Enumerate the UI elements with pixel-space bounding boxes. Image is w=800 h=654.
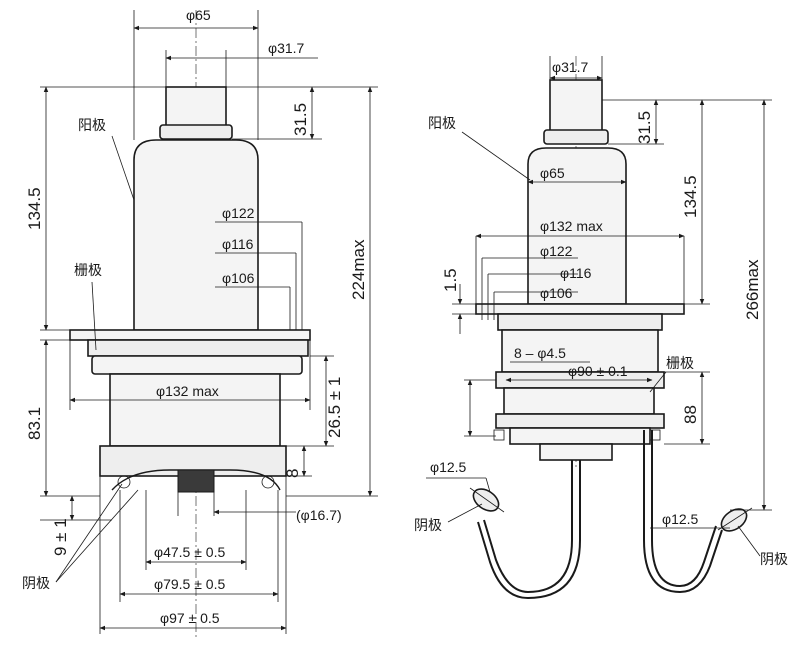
left-dim-d97: φ97 ± 0.5 xyxy=(160,610,220,626)
right-dim-d12-5-left: φ12.5 xyxy=(430,459,467,475)
left-dim-d122: φ122 xyxy=(222,205,255,221)
right-label-grid: 栅极 xyxy=(666,356,694,372)
right-anode-body xyxy=(527,147,627,305)
right-lead-right xyxy=(643,430,723,594)
left-dim-h224max: 224max xyxy=(349,239,368,300)
left-label-anode: 阳极 xyxy=(78,118,106,134)
right-bottom-ring xyxy=(495,413,665,429)
right-lower-body xyxy=(503,387,655,415)
left-dim-h31-5: 31.5 xyxy=(291,103,310,136)
left-anode-body xyxy=(133,139,259,331)
right-base-stem xyxy=(539,443,613,461)
right-top-cap xyxy=(543,129,609,145)
left-dim-d132max: φ132 max xyxy=(156,383,219,399)
right-grid-flange-top xyxy=(475,303,685,315)
left-base-arc xyxy=(111,469,281,491)
left-dim-d116: φ116 xyxy=(222,236,254,252)
left-label-cathode: 阴极 xyxy=(22,576,50,592)
left-cathode-core xyxy=(177,469,215,493)
left-dim-h26-5: 26.5 ± 1 xyxy=(325,377,344,438)
right-grid-flange xyxy=(497,313,663,331)
right-dim-h88: 88 xyxy=(681,405,700,424)
left-dim-h9: 9 ± 1 xyxy=(51,518,70,556)
left-pin-right xyxy=(261,475,275,489)
right-lower-ceramic xyxy=(501,329,659,373)
right-base xyxy=(509,427,651,445)
left-dim-h83-1: 83.1 xyxy=(25,407,44,440)
right-dim-d31-7: φ31.7 xyxy=(552,59,589,75)
right-top-stem xyxy=(549,79,603,133)
right-dim-d106: φ106 xyxy=(540,285,573,301)
right-dim-h1-5: 1.5 xyxy=(441,268,460,292)
left-grid-flange-top xyxy=(69,329,311,341)
left-dim-d106: φ106 xyxy=(222,270,255,286)
right-dim-h31-5: 31.5 xyxy=(635,111,654,144)
right-terminal-left xyxy=(472,488,500,512)
left-dim-d16-7: (φ16.7) xyxy=(296,507,342,523)
right-dim-d116: φ116 xyxy=(560,265,592,281)
left-dim-h134-5: 134.5 xyxy=(25,187,44,230)
left-pin-left xyxy=(117,475,131,489)
left-dim-d47-5: φ47.5 ± 0.5 xyxy=(154,544,225,560)
left-dim-d65: φ65 xyxy=(186,7,211,23)
right-lead-left xyxy=(483,460,573,594)
right-dim-d132max: φ132 max xyxy=(540,218,603,234)
left-top-cap xyxy=(159,124,233,140)
left-top-stem xyxy=(165,86,227,128)
left-view: φ65 φ31.7 31.5 134.5 224max φ122 φ116 φ1… xyxy=(22,7,378,640)
right-label-cathode-right: 阴极 xyxy=(760,552,788,568)
left-dim-d79-5: φ79.5 ± 0.5 xyxy=(154,576,225,592)
left-dim-d31-7: φ31.7 xyxy=(268,40,305,56)
right-dim-d65: φ65 xyxy=(540,165,565,181)
right-view: φ31.7 31.5 φ65 134.5 266max φ132 max φ12… xyxy=(414,56,788,600)
right-dim-d90: φ90 ± 0.1 xyxy=(568,363,628,379)
right-label-anode: 阳极 xyxy=(428,116,456,132)
right-dim-h134-5: 134.5 xyxy=(681,175,700,218)
left-grid-flange xyxy=(87,339,309,357)
right-dim-h266max: 266max xyxy=(743,259,762,320)
right-dim-d122: φ122 xyxy=(540,243,573,259)
right-dim-holes: 8 – φ4.5 xyxy=(514,345,566,361)
left-grid-ring xyxy=(91,355,303,375)
right-dim-d12-5-right: φ12.5 xyxy=(662,511,699,527)
left-dim-h8: 8 xyxy=(283,469,302,478)
left-label-grid: 栅极 xyxy=(74,263,102,279)
right-label-cathode-left: 阴极 xyxy=(414,518,442,534)
